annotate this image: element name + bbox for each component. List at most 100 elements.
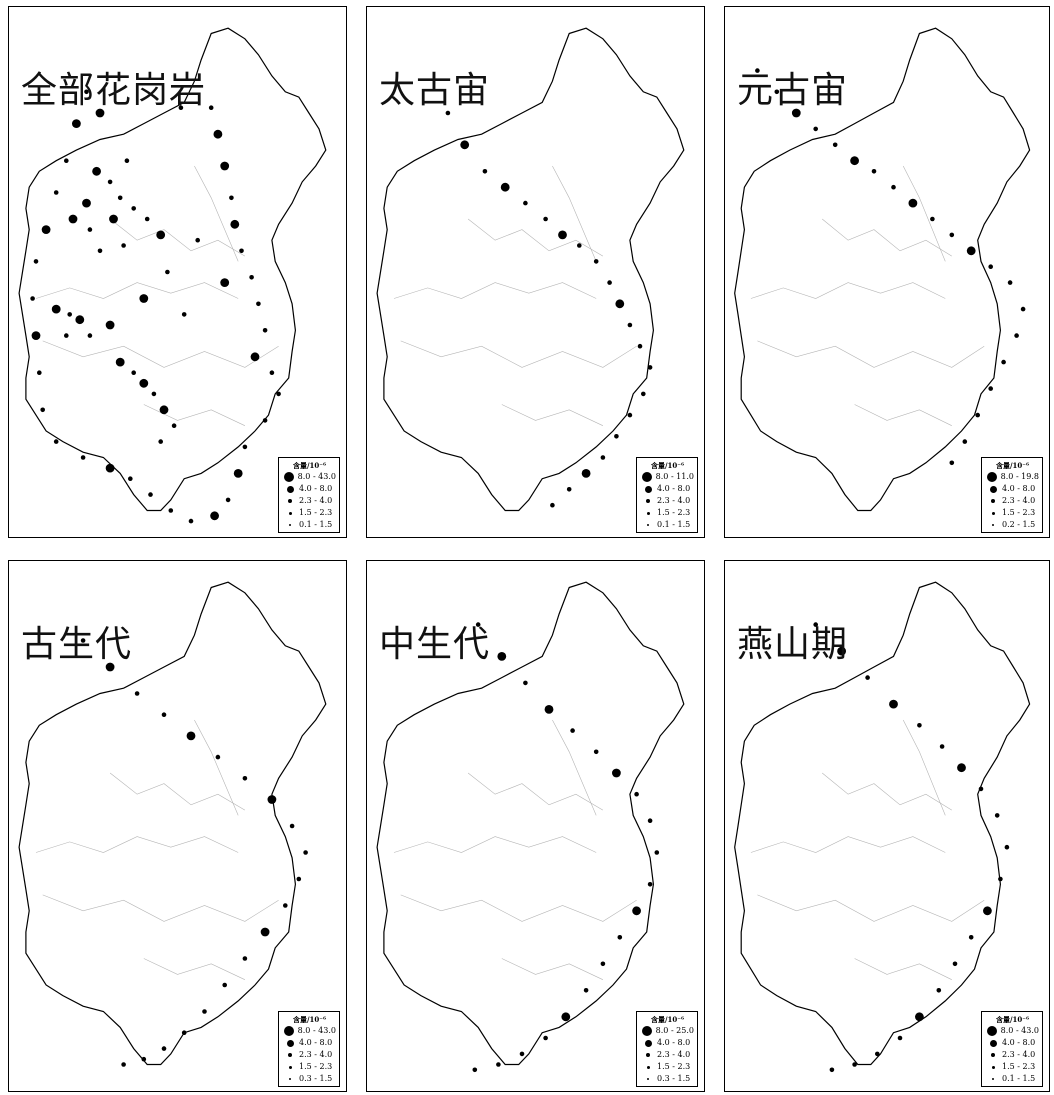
province-boundary — [393, 282, 597, 299]
legend-dot-icon — [288, 1053, 292, 1057]
legend-dot-container — [986, 1073, 1000, 1085]
sample-point — [210, 511, 220, 521]
sample-point — [80, 455, 86, 460]
sample-point — [627, 322, 633, 328]
sample-point — [482, 169, 488, 174]
legend-dot-icon — [286, 485, 294, 493]
sample-point — [139, 294, 149, 303]
legend-row: 0.3 - 1.5 — [641, 1073, 694, 1085]
sample-point — [151, 391, 157, 397]
sample-point — [500, 182, 510, 192]
sample-point — [84, 89, 89, 95]
sample-point — [577, 243, 582, 248]
sample-point — [68, 214, 78, 224]
legend-dot-container — [283, 495, 297, 507]
sample-point — [128, 476, 133, 482]
sample-point — [208, 105, 214, 110]
sample-point — [791, 108, 801, 118]
sample-point — [813, 622, 818, 627]
legend-row: 0.1 - 1.5 — [641, 519, 694, 531]
sample-point — [1020, 306, 1026, 312]
sample-point — [296, 876, 302, 882]
legend-range-label: 1.5 - 2.3 — [657, 1062, 691, 1071]
sample-point — [51, 304, 61, 314]
legend-dot-icon — [991, 499, 995, 503]
legend-row: 0.3 - 1.5 — [283, 1073, 336, 1085]
sample-point — [813, 126, 818, 132]
legend-dot-icon — [991, 511, 995, 515]
legend-range-label: 8.0 - 43.0 — [297, 472, 336, 481]
sample-point — [181, 1030, 187, 1035]
sample-point — [983, 906, 992, 916]
country-outline — [734, 27, 1031, 512]
sample-point — [600, 455, 606, 460]
sample-point — [949, 460, 955, 466]
legend-title: 含量/10⁻⁶ — [995, 1015, 1030, 1024]
legend-dot-container — [283, 1073, 297, 1085]
sample-point — [994, 813, 1000, 818]
sample-point — [115, 357, 125, 367]
sample-point — [908, 198, 918, 208]
sample-point — [262, 328, 268, 333]
sample-point — [220, 278, 230, 287]
province-boundary — [109, 218, 246, 257]
sample-point — [33, 259, 39, 264]
sample-point — [242, 956, 248, 961]
legend-dot-icon — [642, 1026, 653, 1036]
legend-title: 含量/10⁻⁶ — [292, 461, 327, 470]
sample-point — [131, 370, 136, 376]
legend-dot-container — [986, 1061, 1000, 1073]
sample-point — [445, 110, 451, 116]
legend-dot-icon — [288, 511, 292, 515]
sample-point — [276, 391, 281, 397]
legend-title: 含量/10⁻⁶ — [995, 461, 1030, 470]
legend-range-label: 4.0 - 8.0 — [299, 1038, 333, 1047]
sample-point — [242, 776, 248, 781]
province-boundary — [552, 165, 597, 262]
province-boundary — [822, 772, 952, 811]
legend-row: 4.0 - 8.0 — [641, 1037, 694, 1049]
legend-dot-icon — [284, 1026, 295, 1036]
legend-dot-icon — [647, 524, 649, 526]
legend-row: 8.0 - 43.0 — [283, 1025, 336, 1037]
legend-dot-container — [986, 1025, 999, 1037]
legend-row: 8.0 - 43.0 — [986, 1025, 1039, 1037]
legend-dot-container — [986, 495, 1000, 507]
sample-point — [917, 723, 922, 728]
legend-range-label: 0.1 - 1.5 — [657, 520, 691, 529]
sample-point — [614, 434, 619, 439]
province-boundary — [757, 340, 985, 368]
sample-point — [144, 216, 150, 222]
sample-point — [966, 246, 976, 256]
sample-point — [998, 876, 1003, 882]
sample-point — [1001, 359, 1006, 365]
province-boundary — [750, 282, 946, 299]
legend-range-label: 4.0 - 8.0 — [657, 1038, 691, 1047]
sample-point — [53, 190, 59, 195]
sample-point — [80, 638, 86, 643]
sample-point — [612, 768, 621, 778]
province-boundary — [143, 404, 246, 426]
sample-point — [600, 961, 606, 967]
legend-dot-icon — [991, 1065, 995, 1069]
sample-point — [215, 754, 221, 760]
province-boundary — [822, 218, 952, 257]
sample-point — [654, 850, 660, 855]
sample-point — [95, 108, 105, 118]
legend-title: 含量/10⁻⁶ — [292, 1015, 327, 1024]
legend-title: 含量/10⁻⁶ — [650, 461, 685, 470]
legend-row: 4.0 - 8.0 — [283, 1037, 336, 1049]
legend-dot-icon — [644, 485, 652, 493]
sample-point — [829, 1067, 835, 1073]
province-boundary — [42, 340, 279, 368]
sample-point — [544, 705, 554, 714]
sample-point — [195, 237, 200, 243]
legend-row: 2.3 - 4.0 — [283, 1049, 336, 1061]
province-boundary — [501, 958, 604, 980]
sample-point — [558, 230, 567, 240]
legend-range-label: 0.1 - 1.5 — [1002, 1074, 1036, 1083]
legend-row: 0.2 - 1.5 — [986, 519, 1039, 531]
map-canvas — [376, 581, 685, 1073]
